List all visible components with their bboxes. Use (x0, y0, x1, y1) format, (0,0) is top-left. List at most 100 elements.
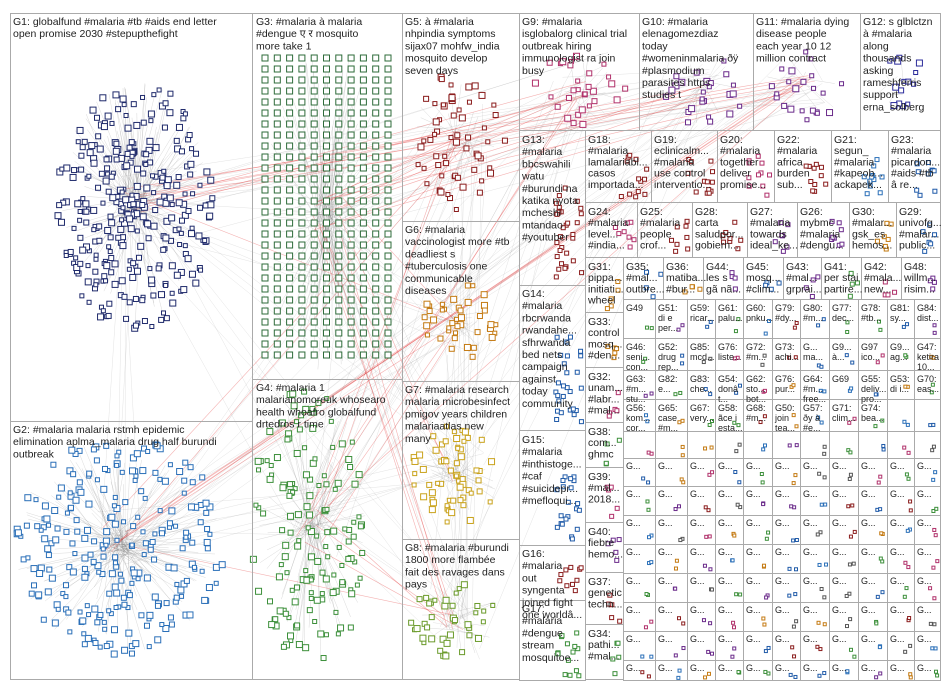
node-square-icon (97, 570, 101, 574)
group-label-g30: G30: (852, 206, 875, 218)
node-square-icon (360, 165, 366, 171)
node-square-icon (360, 176, 366, 182)
node-square-icon (299, 121, 305, 127)
node-square-icon (299, 154, 305, 160)
node-square-icon (307, 512, 313, 518)
node-square-icon (94, 283, 98, 287)
node-square-icon (373, 220, 379, 226)
node-square-icon (823, 623, 826, 626)
node-square-icon (140, 468, 146, 474)
group-label-g64: #m... (803, 384, 823, 394)
node-square-icon (933, 528, 936, 531)
node-square-icon (566, 221, 570, 225)
node-square-icon (438, 336, 443, 341)
node-square-icon (148, 547, 153, 552)
node-square-icon (795, 539, 798, 542)
node-square-icon (324, 66, 330, 72)
node-square-icon (360, 154, 366, 160)
node-square-icon (458, 315, 464, 321)
group-label-small: G... (626, 663, 641, 673)
group-label-g40: fiebre (588, 537, 614, 549)
node-square-icon (141, 171, 146, 176)
group-label-g47: G47: (917, 342, 937, 352)
node-square-icon (311, 297, 317, 303)
node-square-icon (131, 524, 136, 529)
node-square-icon (151, 293, 156, 298)
node-square-icon (75, 529, 80, 534)
node-square-icon (274, 341, 280, 347)
node-square-icon (360, 352, 366, 358)
node-square-icon (109, 270, 114, 275)
node-square-icon (64, 253, 68, 257)
node-square-icon (112, 281, 118, 287)
node-square-icon (577, 508, 581, 512)
node-square-icon (360, 209, 366, 215)
node-square-icon (568, 673, 572, 677)
node-square-icon (641, 655, 644, 658)
group-label-g16: out (522, 572, 537, 584)
node-square-icon (299, 77, 305, 83)
group-label-g12: erna_solberg (863, 101, 924, 113)
node-square-icon (87, 174, 91, 178)
group-label-g79: G79: (775, 303, 795, 313)
node-square-icon (700, 97, 704, 101)
node-square-icon (288, 530, 293, 535)
node-square-icon (458, 454, 464, 460)
group-label-g18: #malaria (588, 145, 628, 157)
group-label-small: G... (690, 605, 705, 615)
node-square-icon (464, 344, 470, 350)
node-square-icon (311, 220, 317, 226)
group-label-g74: G74: (861, 403, 881, 413)
group-label-g50: tea... (775, 423, 795, 433)
node-square-icon (262, 55, 268, 61)
group-label-g6: deadliest s (405, 248, 455, 260)
node-square-icon (325, 530, 330, 535)
node-square-icon (262, 297, 268, 303)
node-square-icon (360, 143, 366, 149)
group-label-g53: G53: (890, 374, 910, 384)
node-square-icon (164, 183, 170, 189)
node-square-icon (346, 556, 351, 561)
node-square-icon (738, 481, 741, 484)
node-square-icon (112, 261, 118, 267)
node-square-icon (274, 330, 280, 336)
node-square-icon (549, 95, 553, 99)
node-square-icon (933, 324, 936, 327)
group-label-small: G... (803, 489, 818, 499)
group-label-g78: #tb... (861, 313, 881, 323)
group-label-small: G... (626, 518, 641, 528)
node-square-icon (824, 503, 827, 506)
node-square-icon (162, 478, 168, 484)
node-square-icon (360, 121, 366, 127)
node-square-icon (109, 256, 114, 261)
node-square-icon (274, 319, 280, 325)
node-square-icon (180, 546, 185, 551)
group-label-g4: drtedros r time (256, 419, 324, 431)
group-label-small: G... (775, 576, 790, 586)
node-square-icon (933, 597, 936, 600)
node-square-icon (309, 578, 313, 582)
group-label-g3: #dengue ए र mosquito (256, 28, 358, 40)
node-square-icon (101, 554, 106, 559)
node-square-icon (98, 645, 102, 649)
node-square-icon (333, 487, 337, 491)
group-label-g36: G36: (666, 261, 689, 273)
node-square-icon (422, 315, 427, 320)
group-label-g14: rbcrwanda (522, 312, 571, 324)
node-square-icon (294, 585, 299, 590)
node-square-icon (130, 543, 134, 547)
node-square-icon (122, 103, 126, 107)
group-label-g35: #mal... (626, 272, 658, 284)
group-label-small: G... (832, 461, 847, 471)
node-square-icon (288, 482, 293, 487)
group-label-g62: G62: (746, 374, 766, 384)
node-square-icon (262, 187, 268, 193)
node-square-icon (168, 615, 173, 620)
node-square-icon (768, 173, 772, 177)
group-label-g21: #malaria (834, 156, 874, 168)
node-square-icon (186, 209, 191, 214)
node-square-icon (92, 539, 97, 544)
group-label-g5: mosquito develop (405, 53, 487, 65)
node-square-icon (311, 132, 317, 138)
node-square-icon (142, 319, 147, 324)
